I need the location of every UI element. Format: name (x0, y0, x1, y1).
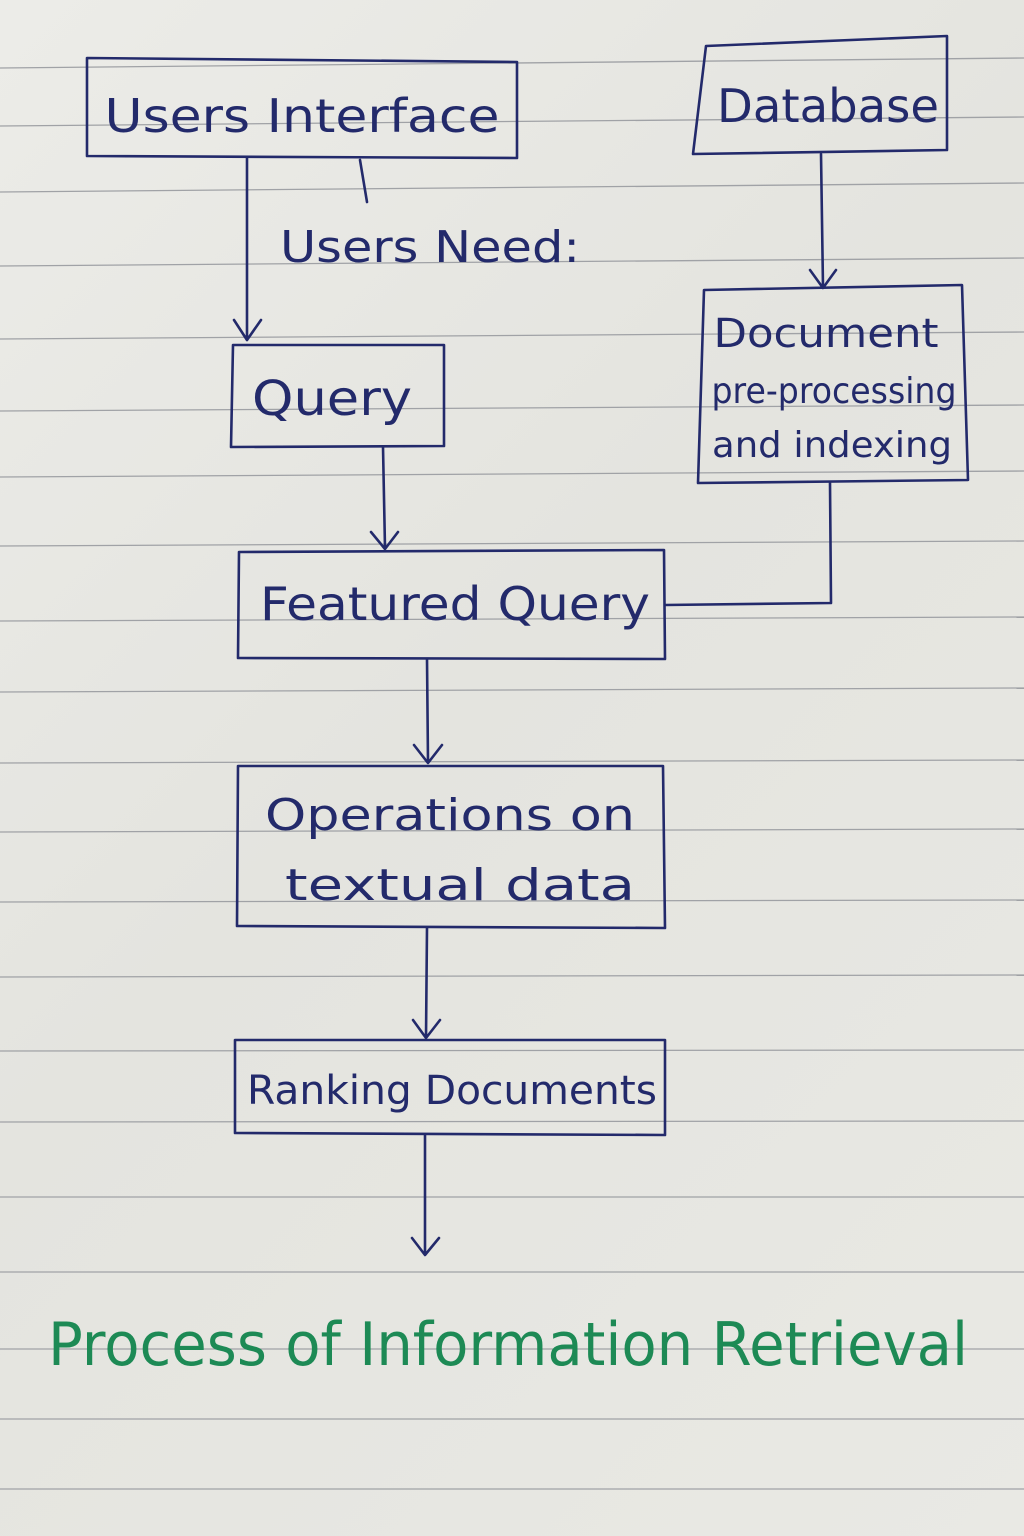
document-preprocessing-box (696, 283, 970, 485)
operations-box (235, 764, 667, 930)
document-label-line2: pre-processing (712, 371, 957, 412)
featured-query-box (236, 548, 667, 661)
query-label: Query (252, 371, 412, 427)
ranking-output-arrow (410, 1133, 441, 1257)
users-interface-to-query-arrow (232, 156, 263, 342)
ranking-documents-label: Ranking Documents (247, 1068, 657, 1114)
query-box (229, 343, 446, 449)
users-need-tick (358, 158, 369, 204)
diagram-title: Process of Information Retrieval (48, 1310, 968, 1380)
operations-label-line2: textual data (285, 860, 635, 911)
featured-query-label: Featured Query (260, 577, 650, 631)
users-interface-box (85, 56, 519, 160)
document-label-line3: and indexing (712, 425, 952, 466)
users-interface-label: Users Interface (105, 89, 500, 143)
database-box (691, 34, 949, 156)
database-to-document-arrow (808, 152, 838, 290)
ranking-documents-box (233, 1038, 667, 1137)
query-to-featured-query-arrow (369, 445, 400, 551)
notebook-rule-lines (0, 57, 1024, 1490)
document-label-line1: Document (714, 311, 939, 357)
document-to-featured-query-connector (663, 481, 833, 607)
operations-label-line1: Operations on (265, 790, 635, 841)
database-label: Database (717, 79, 939, 133)
users-need-label: Users Need: (280, 222, 580, 273)
featured-query-to-operations-arrow (412, 657, 444, 765)
operations-to-ranking-arrow (411, 926, 442, 1040)
